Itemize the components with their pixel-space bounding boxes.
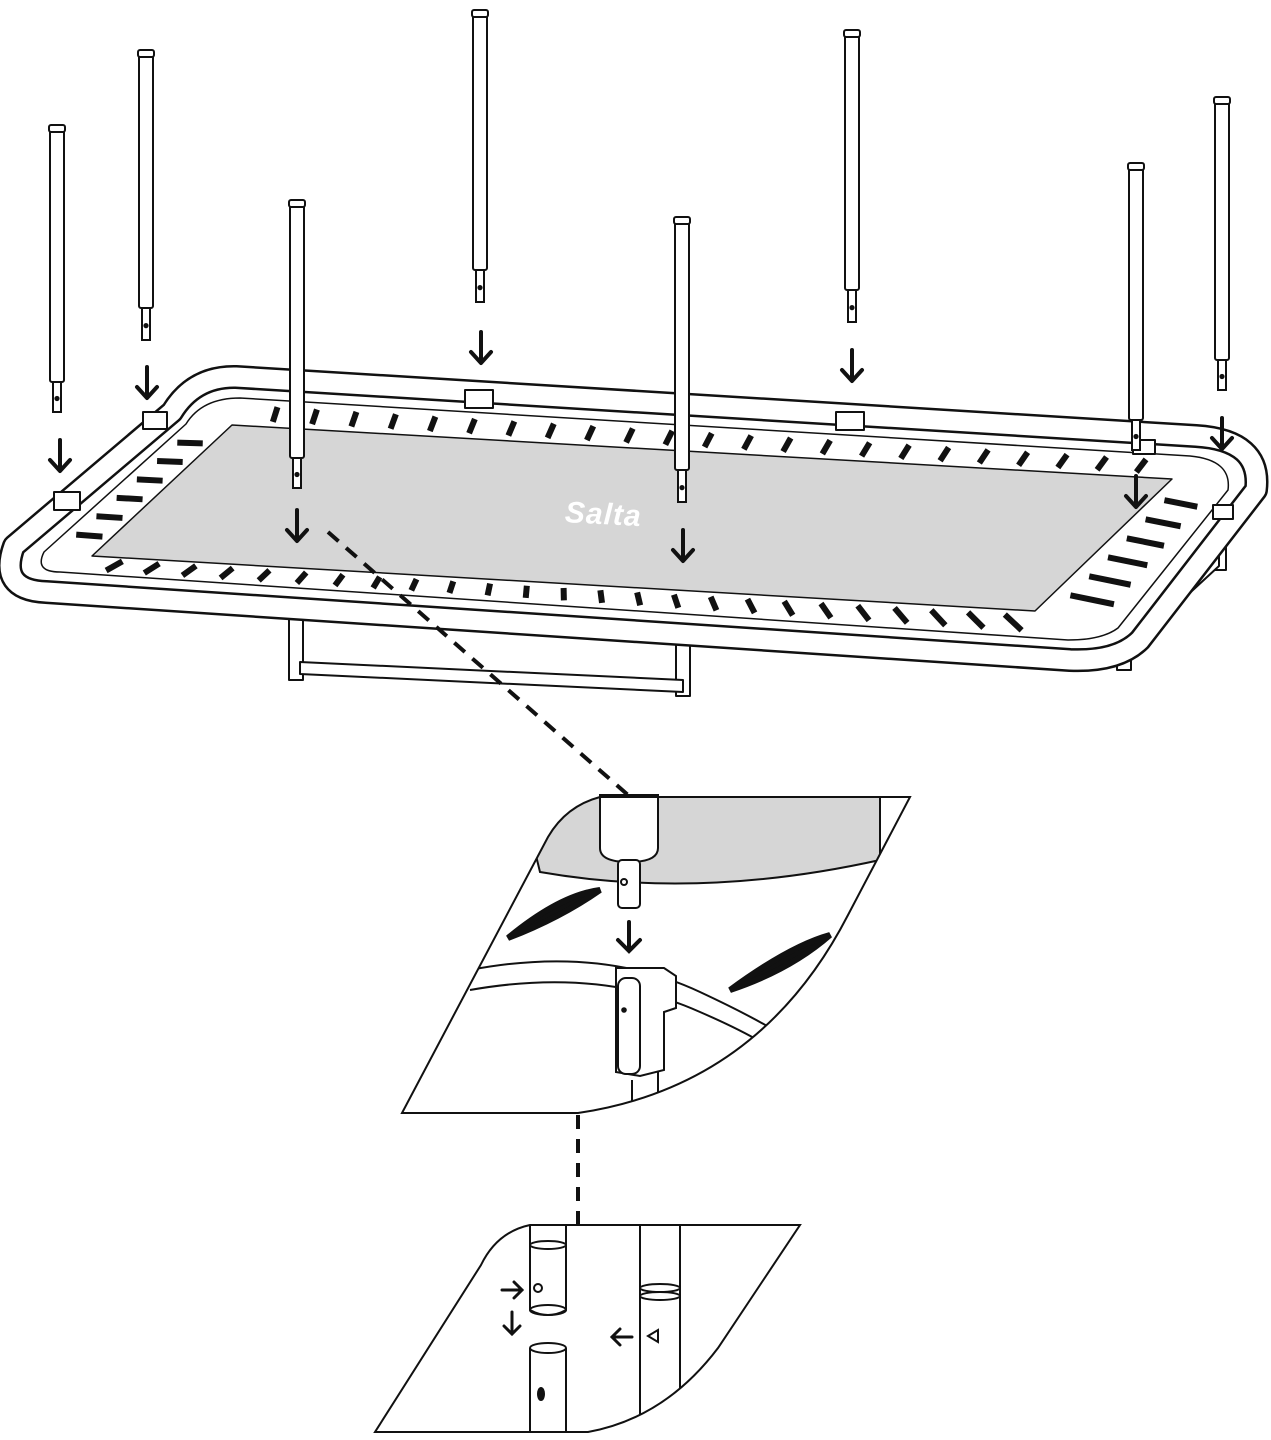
spring-56 [1126,535,1165,549]
spring-57 [1107,554,1148,569]
spring-33 [484,582,493,597]
detail-spring-left [506,887,602,941]
springs [75,406,1198,633]
spring-1 [309,408,320,426]
arrow-down-icon [285,508,309,543]
spring-29 [332,572,346,588]
spring-54 [1163,497,1198,510]
detail-arrow-left [609,1327,634,1347]
insert-arrows [48,330,1234,563]
spring-53 [75,531,103,540]
arrow-down-icon [1124,474,1148,509]
spring-9 [623,427,636,444]
enclosure-pole-3 [288,199,306,489]
spring-50 [136,476,163,484]
spring-11 [701,431,715,449]
spring-4 [427,415,439,433]
spring-59 [1069,592,1115,608]
enclosure-pole-5 [673,216,691,503]
spring-48 [177,439,203,447]
spring-18 [976,448,991,465]
spring-44 [892,605,910,625]
spring-39 [707,595,720,612]
spring-6 [505,420,518,437]
spring-5 [466,417,478,435]
spring-8 [584,424,597,442]
arrow-down-icon [1210,416,1234,451]
spring-0 [269,406,281,423]
spring-25 [180,563,198,578]
detail-pole-end [599,794,659,909]
detail-arrow-down [616,920,642,954]
spring-20 [1055,452,1070,470]
spring-7 [544,422,557,440]
spring-19 [1016,450,1031,467]
enclosure-pole-1 [48,124,66,413]
spring-23 [104,558,124,574]
spring-13 [780,436,794,454]
arrow-down-icon [469,330,493,365]
spring-36 [597,589,605,604]
spring-34 [522,585,530,599]
spring-12 [741,434,754,451]
enclosure-pole-2 [137,49,155,341]
spring-17 [937,445,952,463]
spring-47 [1002,612,1024,633]
spring-46 [965,610,986,630]
spring-21 [1094,455,1109,472]
arrow-down-icon [48,438,72,473]
spring-37 [634,591,644,607]
arrow-down-icon [671,528,695,563]
spring-43 [855,603,872,623]
detail-view-pin [373,1224,802,1433]
jump-mat [91,424,1173,612]
enclosure-pole-7 [1127,162,1145,451]
spring-41 [781,599,796,617]
spring-51 [116,494,143,503]
brand-logo: Salta [564,496,642,533]
spring-32 [446,580,457,594]
detail-arrow-down-small [502,1310,522,1337]
enclosure-poles [48,9,1231,503]
spring-38 [671,593,682,609]
spring-45 [929,608,948,628]
enclosure-pole-8 [1213,96,1231,391]
spring-58 [1088,573,1132,588]
detail-arrow-right [500,1280,525,1300]
spring-16 [898,443,912,461]
spring-52 [96,513,123,521]
spring-30 [370,575,383,590]
trampoline-frame [0,365,1269,697]
spring-55 [1145,516,1182,530]
spring-2 [348,410,360,428]
spring-22 [1133,457,1149,474]
spring-42 [818,601,834,620]
spring-31 [408,577,420,592]
spring-15 [859,441,873,458]
arrow-down-icon [840,348,864,383]
spring-3 [387,413,399,430]
arrow-down-icon [135,365,159,400]
spring-10 [662,429,675,447]
spring-40 [744,597,758,615]
spring-26 [218,565,235,581]
detail-spring-right [728,932,832,993]
spring-27 [256,568,272,583]
spring-28 [294,570,309,585]
enclosure-pole-4 [471,9,489,303]
spring-49 [156,458,183,466]
enclosure-pole-6 [843,29,861,323]
detail-bracket [615,967,677,1078]
spring-24 [142,561,161,576]
spring-14 [819,438,833,456]
detail-view-bracket [400,794,912,1114]
leader-line-top [326,530,630,797]
